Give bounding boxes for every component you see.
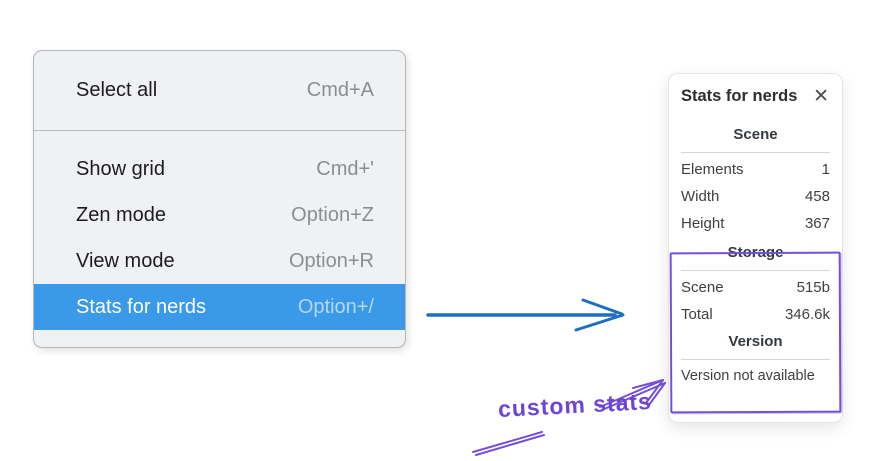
menu-item-zen-mode[interactable]: Zen mode Option+Z xyxy=(34,192,405,238)
panel-title: Stats for nerds xyxy=(681,87,798,105)
menu-item-shortcut: Option+Z xyxy=(291,203,374,226)
menu-item-shortcut: Cmd+' xyxy=(316,157,374,180)
stat-value: 346.6k xyxy=(784,306,830,323)
section-divider xyxy=(681,152,830,153)
section-scene: Scene Elements 1 Width 458 Height 367 xyxy=(681,126,830,237)
menu-item-show-grid[interactable]: Show grid Cmd+' xyxy=(34,146,405,192)
menu-item-stats-for-nerds[interactable]: Stats for nerds Option+/ xyxy=(34,284,405,330)
menu-group-top: Select all Cmd+A xyxy=(34,51,405,130)
menu-group-bottom: Show grid Cmd+' Zen mode Option+Z View m… xyxy=(34,131,405,330)
menu-item-label: Show grid xyxy=(76,157,165,180)
stats-panel-header: Stats for nerds ✕ xyxy=(681,87,830,106)
stat-value: 515b xyxy=(796,279,830,296)
stat-row-height: Height 367 xyxy=(681,210,830,237)
section-storage: Storage Scene 515b Total 346.6k xyxy=(681,244,830,328)
stat-label: Scene xyxy=(681,279,724,296)
menu-item-label: Zen mode xyxy=(76,203,167,226)
pointer-arrow-icon xyxy=(426,298,625,332)
menu-item-shortcut: Option+/ xyxy=(297,295,374,318)
stats-panel: Stats for nerds ✕ Scene Elements 1 Width… xyxy=(668,73,843,423)
section-divider xyxy=(681,270,830,271)
stat-row-width: Width 458 xyxy=(681,183,830,210)
menu-divider xyxy=(34,130,405,131)
context-menu: Select all Cmd+A Show grid Cmd+' Zen mod… xyxy=(33,50,406,348)
stat-label: Total xyxy=(681,306,713,323)
section-heading: Version xyxy=(728,333,783,350)
stat-label: Width xyxy=(681,188,720,205)
stat-value: 367 xyxy=(804,215,830,232)
section-version: Version Version not available xyxy=(681,333,830,389)
annotation-label: custom stats xyxy=(497,387,653,423)
menu-item-label: Select all xyxy=(76,79,158,101)
section-heading: Storage xyxy=(727,244,784,261)
menu-item-view-mode[interactable]: View mode Option+R xyxy=(34,238,405,284)
menu-item-select-all[interactable]: Select all Cmd+A xyxy=(34,51,405,130)
stat-row-scene-storage: Scene 515b xyxy=(681,274,830,301)
section-divider xyxy=(681,359,830,360)
stat-value: 458 xyxy=(804,188,830,205)
close-icon[interactable]: ✕ xyxy=(813,86,829,107)
version-note: Version not available xyxy=(681,368,815,384)
stat-value: 1 xyxy=(821,161,830,178)
stat-label: Height xyxy=(681,215,725,232)
menu-item-shortcut: Cmd+A xyxy=(306,79,374,101)
stat-row-elements: Elements 1 xyxy=(681,156,830,183)
stat-label: Elements xyxy=(681,161,744,178)
menu-item-label: Stats for nerds xyxy=(76,295,207,318)
menu-item-shortcut: Option+R xyxy=(288,249,374,272)
section-heading: Scene xyxy=(733,126,778,143)
menu-item-label: View mode xyxy=(76,249,175,272)
stat-row-total-storage: Total 346.6k xyxy=(681,301,830,328)
